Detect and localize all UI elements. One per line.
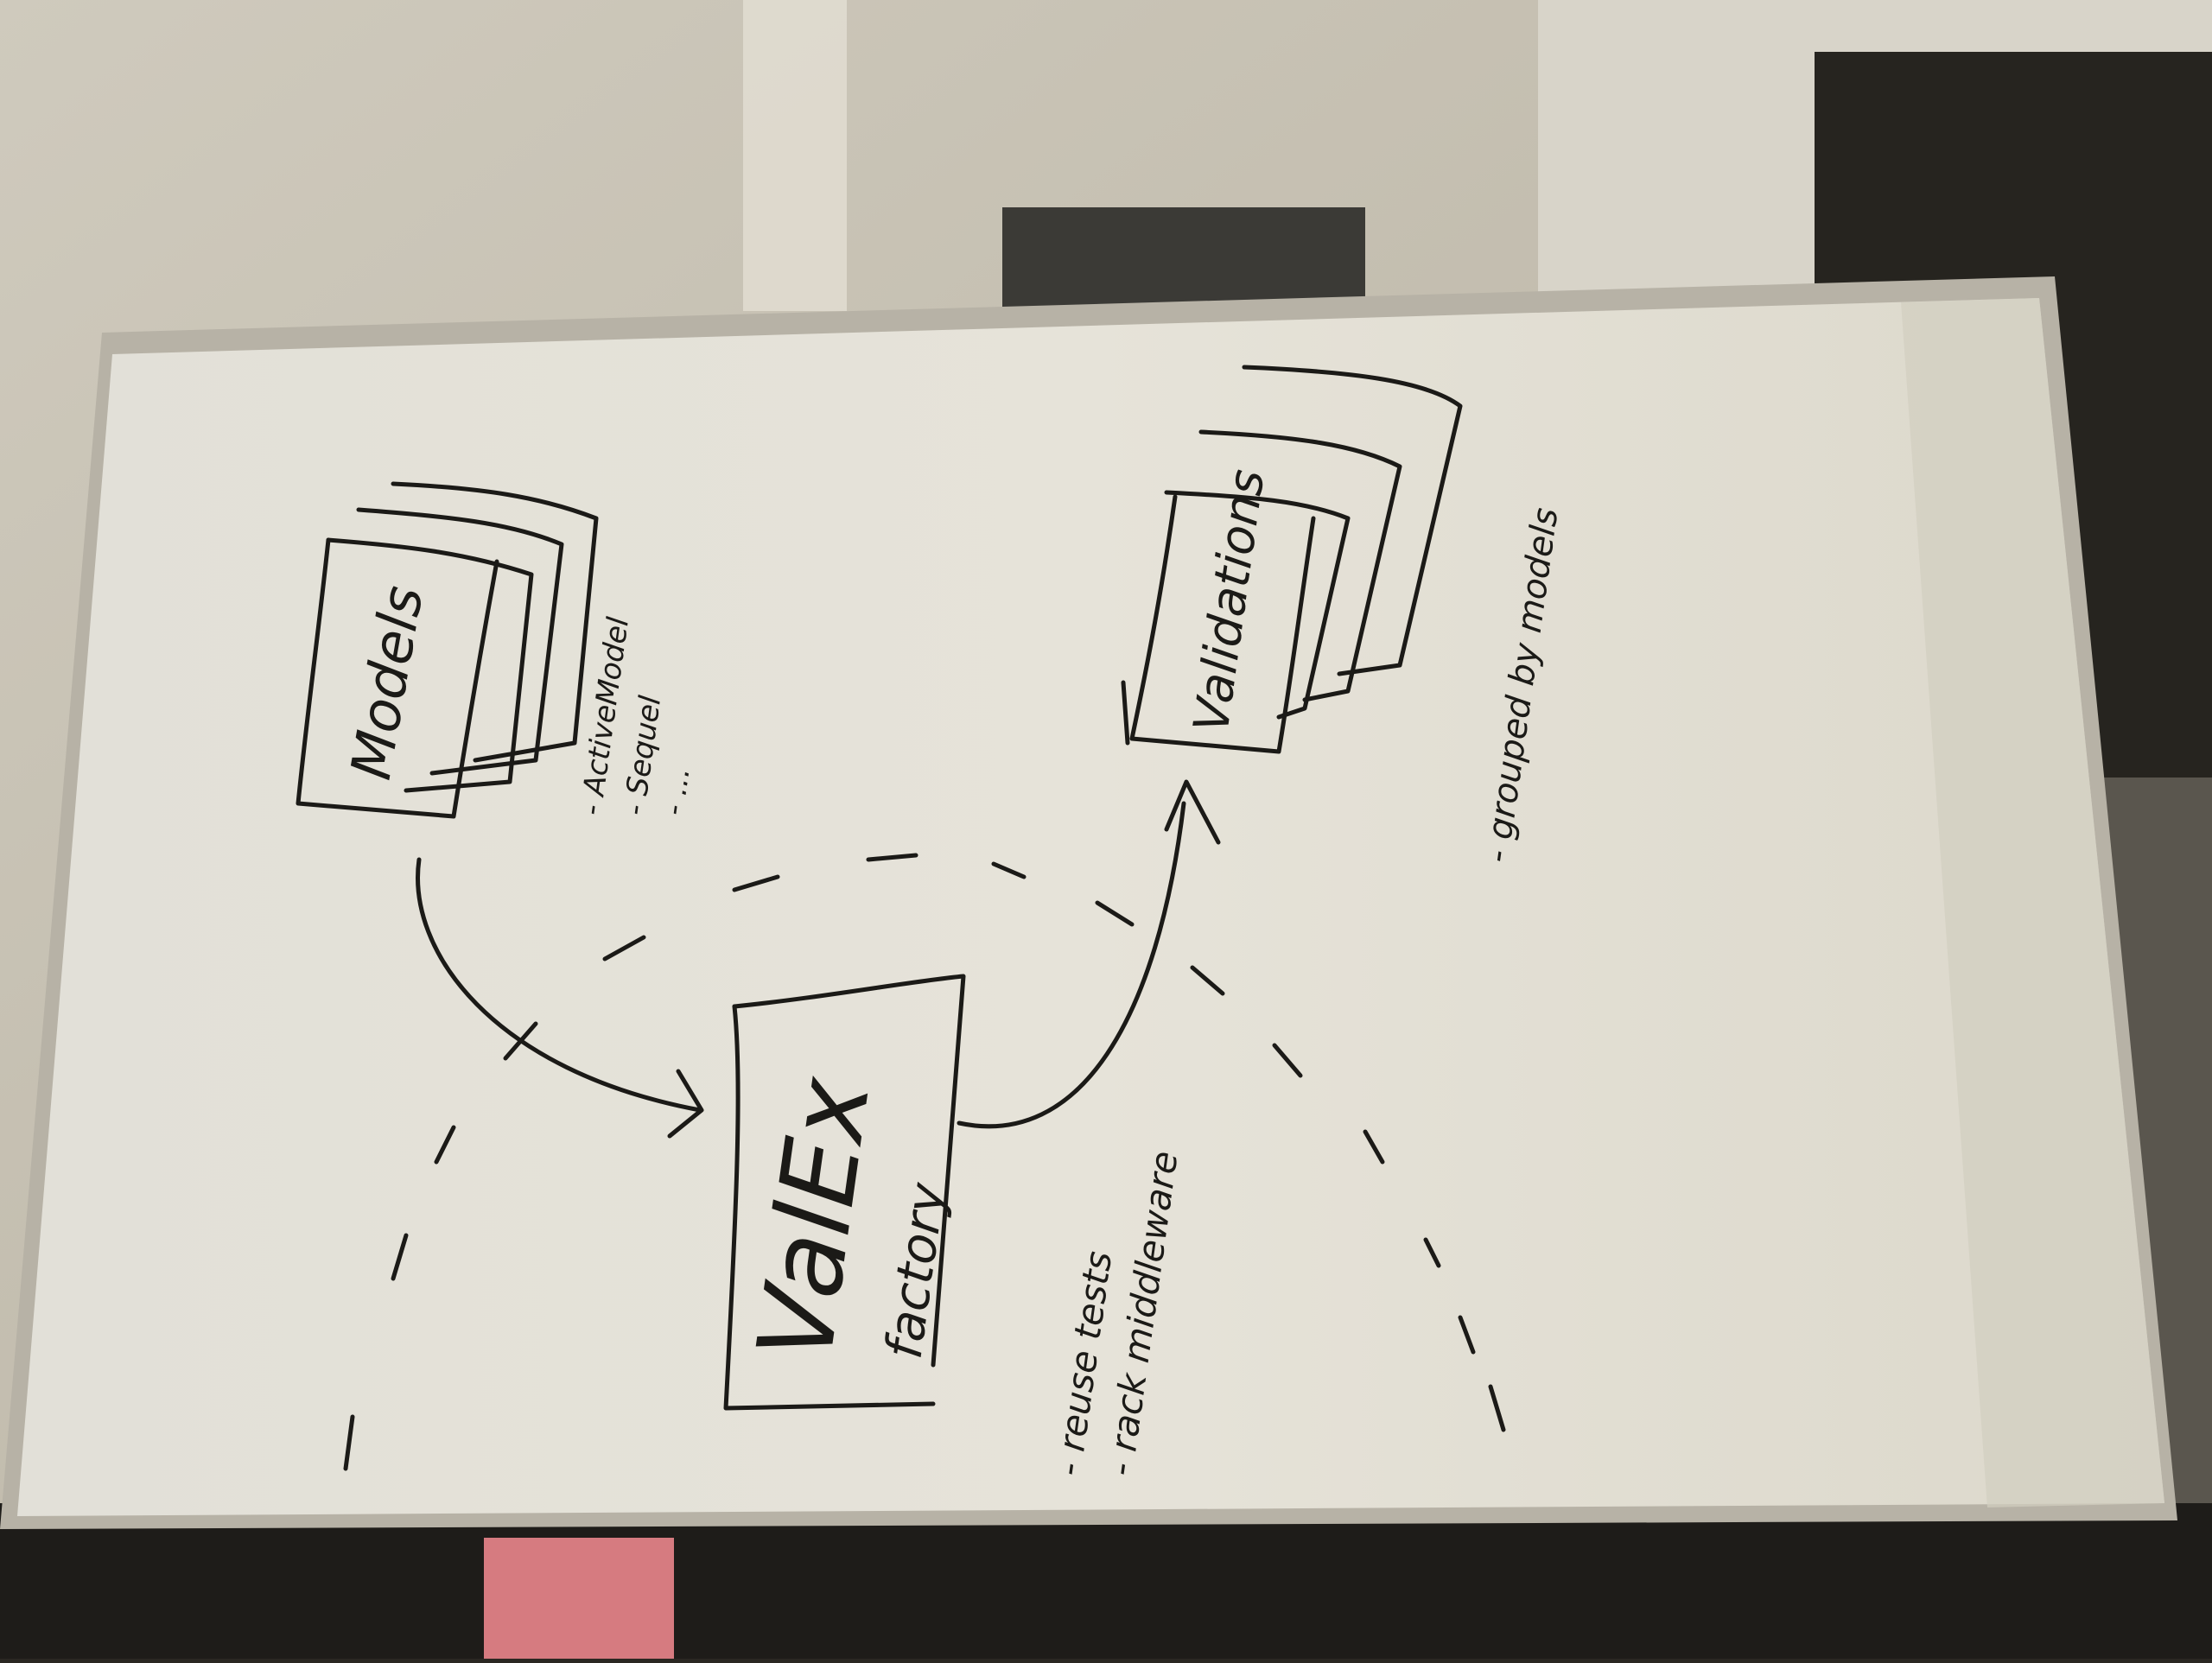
models-note-3: - ... [656, 765, 696, 818]
dash-7 [866, 853, 918, 862]
arrow-valex-to-validations [957, 801, 1186, 1129]
dash-12 [1363, 1129, 1385, 1165]
dash-2 [391, 1233, 409, 1281]
dash-15 [1488, 1384, 1506, 1432]
dash-9 [1095, 900, 1135, 927]
dash-10 [1190, 965, 1225, 996]
models-card-front [296, 537, 499, 819]
dash-8 [991, 861, 1027, 879]
dash-14 [1458, 1315, 1476, 1355]
floor-shadow [0, 1503, 2212, 1659]
dash-6 [732, 874, 780, 892]
arrow-head-valex [667, 1069, 704, 1139]
background-pink-box [484, 1538, 674, 1659]
validations-card-front [1129, 494, 1316, 754]
dash-13 [1423, 1237, 1441, 1268]
models-card-mid2 [326, 537, 534, 793]
dash-11 [1272, 1043, 1303, 1078]
wall-highlight [743, 0, 847, 311]
drawing-strokes [296, 365, 1506, 1471]
dash-1 [343, 1414, 355, 1471]
models-card-middle [356, 507, 564, 776]
dash-5 [602, 935, 646, 962]
dash-3 [434, 1125, 456, 1165]
validations-card-tick [1121, 680, 1130, 746]
dash-4 [503, 1021, 538, 1061]
arrow-models-to-valex [416, 857, 702, 1113]
valex-card-left-bottom [723, 1004, 936, 1411]
validations-card-mid2 [1164, 490, 1351, 720]
models-card-back [391, 481, 599, 763]
valex-card-top-right [732, 974, 966, 1368]
whiteboard-shade [1901, 298, 2164, 1507]
arrow-head-validations [1164, 779, 1221, 845]
validations-card-back [1242, 365, 1463, 676]
validations-card-middle [1198, 429, 1402, 702]
